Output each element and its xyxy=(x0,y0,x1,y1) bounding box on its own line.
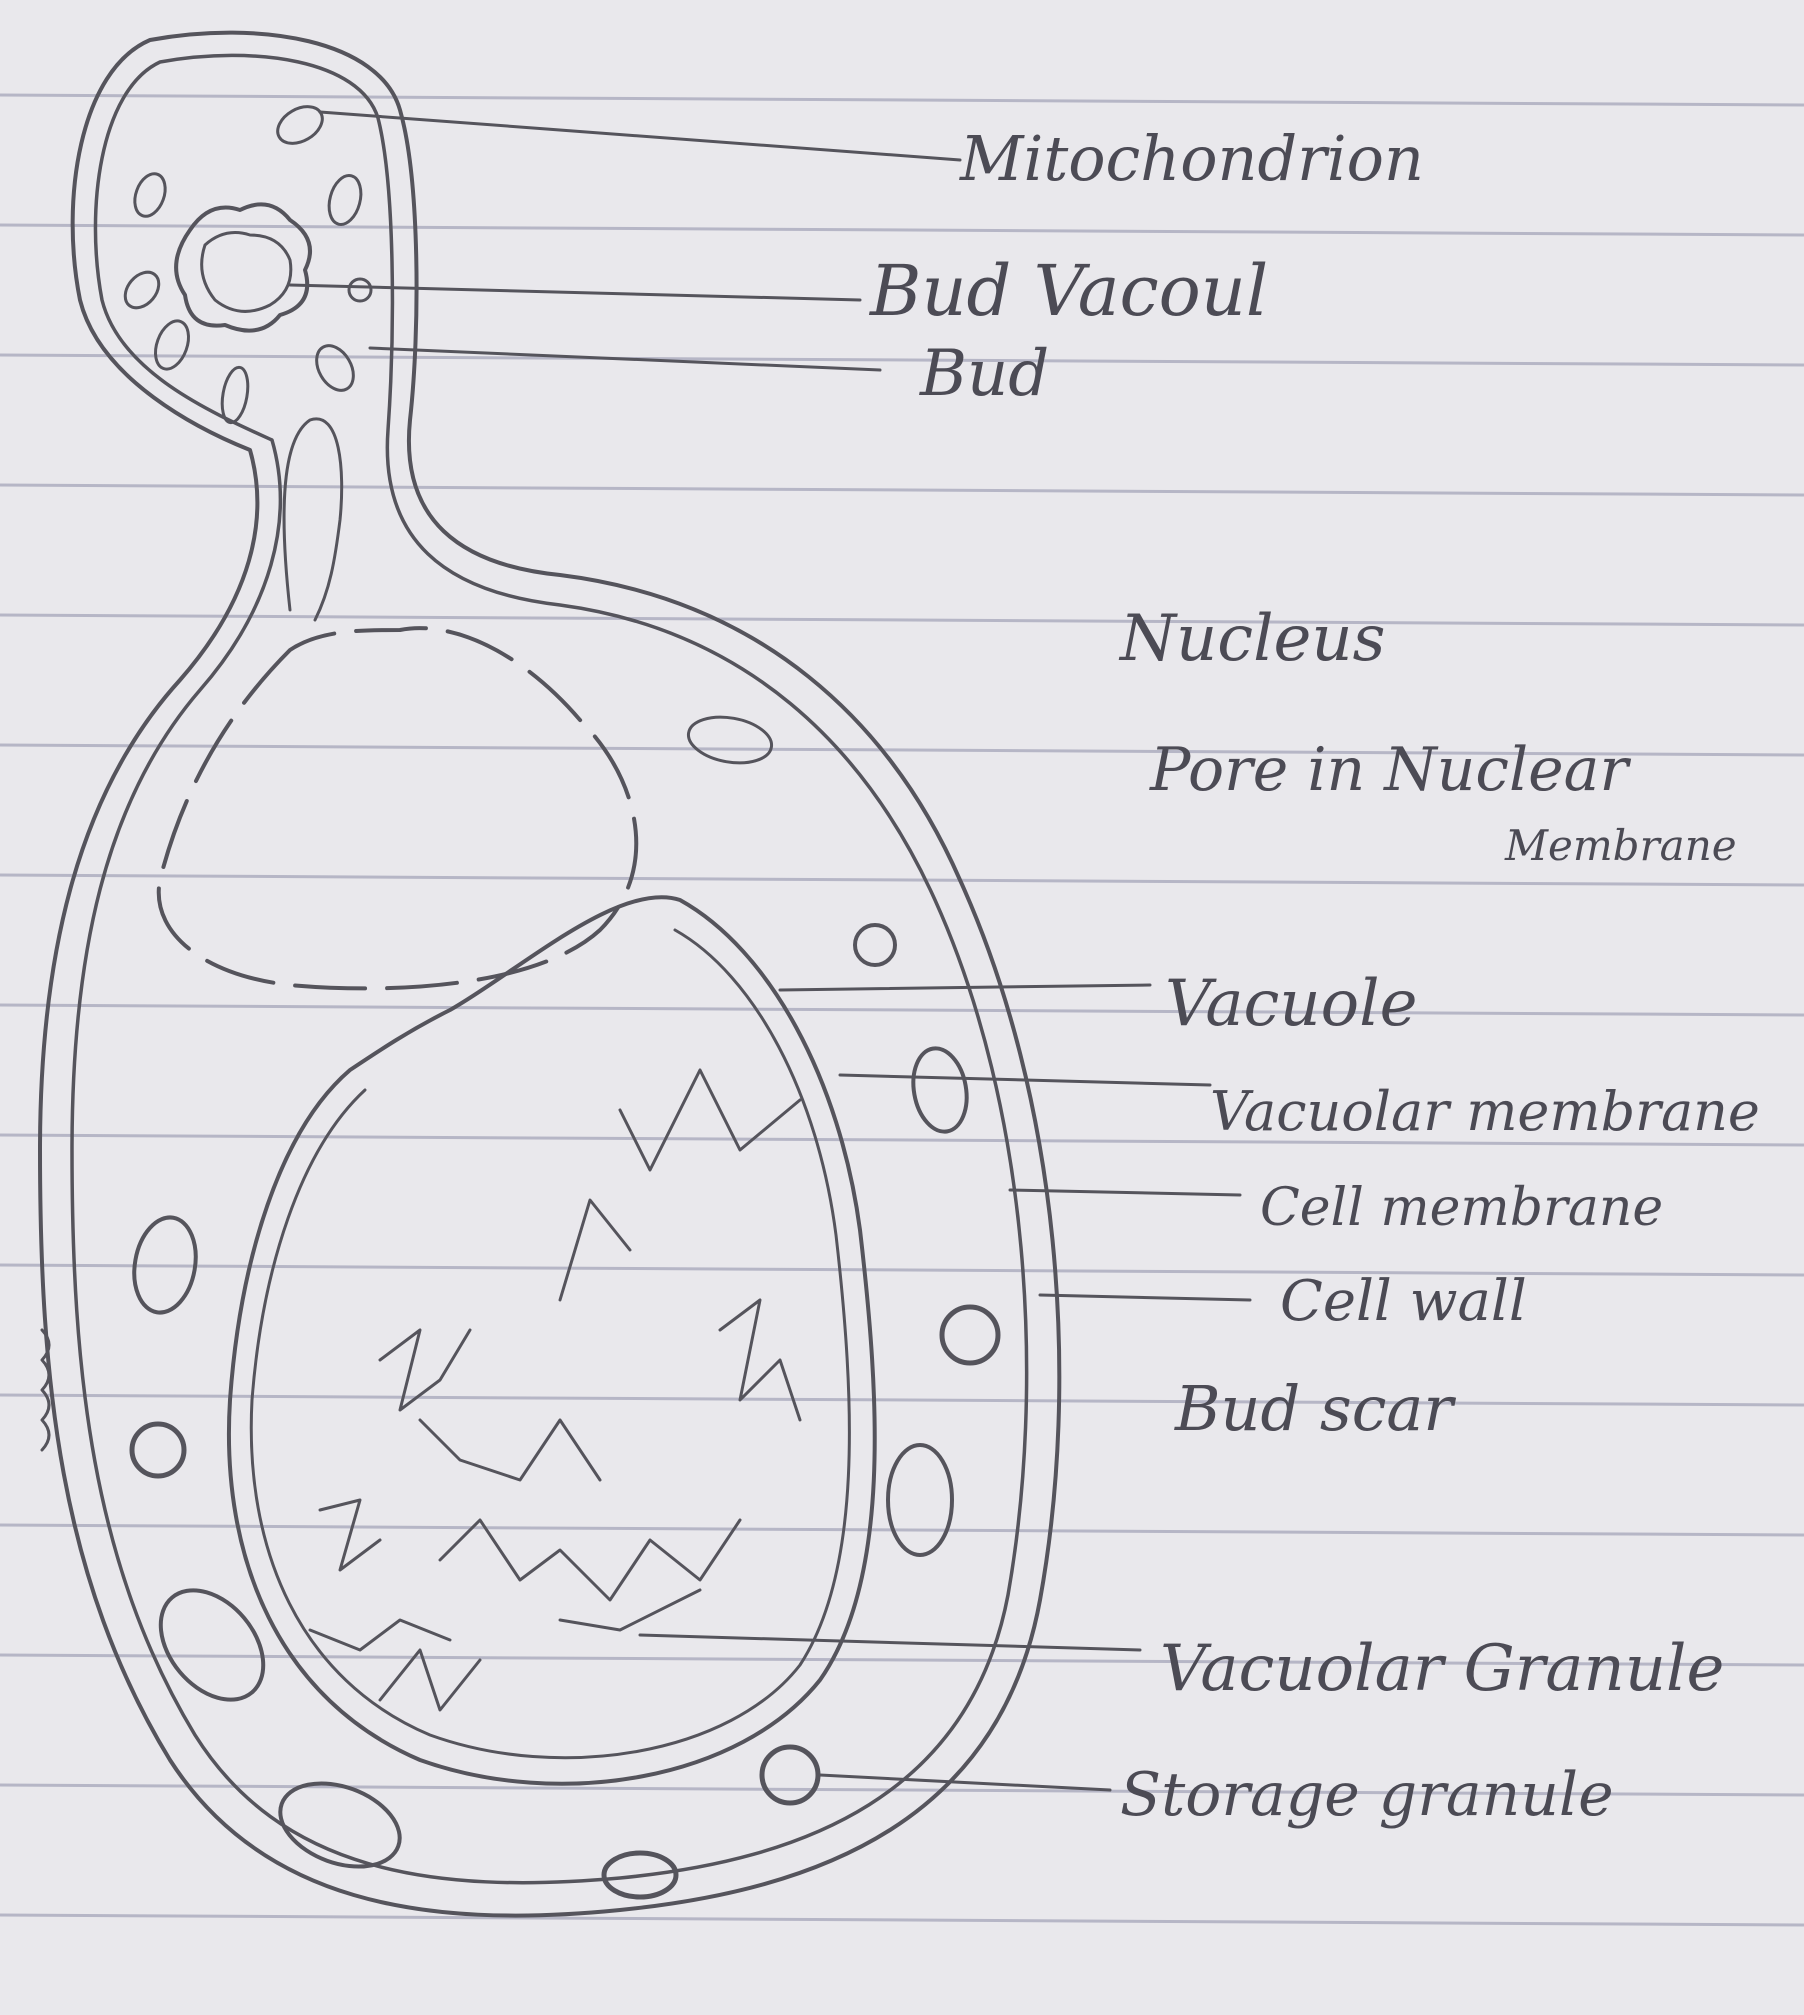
vacuolar-granules xyxy=(310,1070,800,1710)
label-bud: Bud xyxy=(919,337,1049,411)
label-mitochondrion: Mitochondrion xyxy=(959,122,1424,195)
vacuole-membrane xyxy=(229,897,875,1784)
label-storage-granule: Storage granule xyxy=(1120,1760,1614,1830)
cell-mitochondria xyxy=(127,711,973,1882)
storage-granules xyxy=(132,925,998,1897)
label-pore-membrane: Membrane xyxy=(1504,821,1737,870)
leader-lines xyxy=(290,112,1250,1790)
label-vacuolar-membrane: Vacuolar membrane xyxy=(1210,1080,1760,1143)
label-bud-scar: Bud scar xyxy=(1174,1372,1456,1445)
label-pore-nuclear: Pore in Nuclear xyxy=(1149,735,1631,805)
label-vacuole: Vacuole xyxy=(1165,967,1417,1041)
label-cell-membrane: Cell membrane xyxy=(1260,1178,1663,1238)
bud-vacuole-inner xyxy=(202,233,291,312)
label-bud-vacoul: Bud Vacoul xyxy=(868,250,1268,332)
label-nucleus: Nucleus xyxy=(1118,602,1385,676)
vacuole-inner xyxy=(251,930,849,1758)
label-vacuolar-granule: Vacuolar Granule xyxy=(1160,1632,1724,1706)
bud-neck xyxy=(284,419,342,620)
label-cell-wall: Cell wall xyxy=(1280,1269,1527,1334)
labels: Mitochondrion Bud Vacoul Bud Nucleus Por… xyxy=(868,122,1760,1830)
